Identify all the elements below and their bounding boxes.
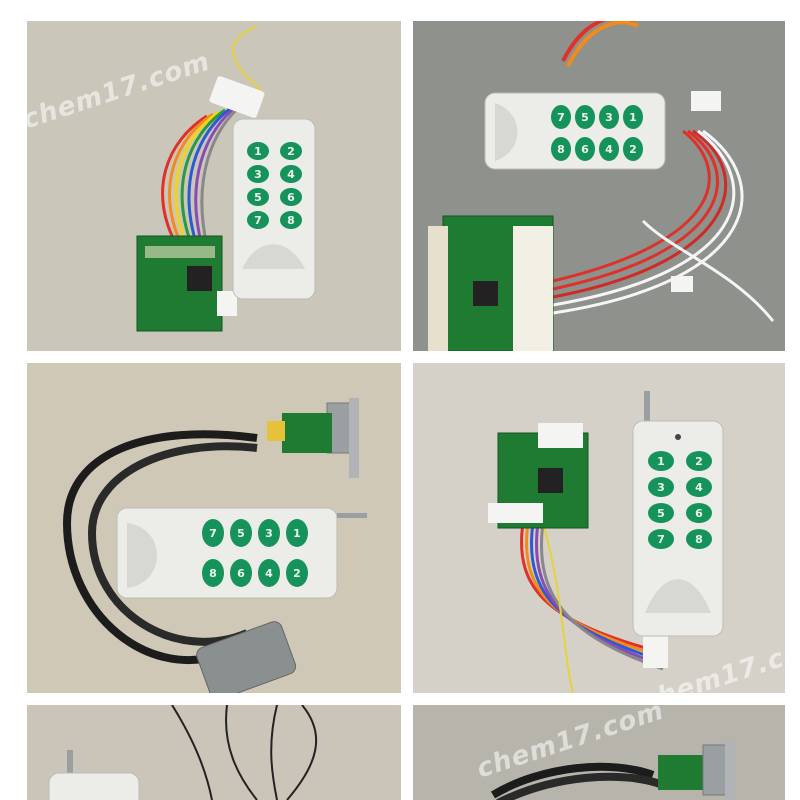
photo-4-scene: 1 2 3 4 5 6 7 8 (413, 363, 785, 693)
remote-key-label: 2 (629, 143, 637, 156)
remote-key-4 (280, 165, 302, 183)
remote-key-label: 5 (237, 527, 245, 540)
remote-key-3 (247, 165, 269, 183)
remote-key-label: 5 (657, 507, 665, 520)
remote-key-label: 7 (209, 527, 217, 540)
remote-key-label: 1 (254, 145, 262, 158)
remote-key-label: 8 (557, 143, 565, 156)
remote-key-label: 5 (581, 111, 589, 124)
remote-key-label: 6 (287, 191, 295, 204)
remote-key-5 (648, 503, 674, 523)
remote-key-6 (230, 559, 252, 587)
remote-key-1 (623, 105, 643, 129)
photo-panel-2: 1 2 3 4 5 6 7 8 (413, 21, 785, 351)
remote-key-7 (648, 529, 674, 549)
remote-key-3 (599, 105, 619, 129)
remote-key-6 (280, 188, 302, 206)
remote-key-label: 2 (695, 455, 703, 468)
remote-key-label: 3 (254, 168, 262, 181)
remote-key-5 (247, 188, 269, 206)
remote-control (232, 118, 316, 300)
photo-5-scene (27, 705, 401, 800)
remote-key-label: 2 (287, 145, 295, 158)
remote-key-label: 1 (657, 455, 665, 468)
remote-key-label: 7 (657, 533, 665, 546)
remote-key-1 (648, 451, 674, 471)
remote-key-label: 4 (605, 143, 613, 156)
photo-panel-3: 1 2 3 4 5 6 7 8 (27, 363, 401, 693)
remote-key-5 (575, 105, 595, 129)
remote-key-4 (258, 559, 280, 587)
photo-2-scene: 1 2 3 4 5 6 7 8 (413, 21, 785, 351)
remote-control (116, 507, 367, 599)
remote-key-6 (575, 137, 595, 161)
remote-key-4 (686, 477, 712, 497)
remote-key-label: 3 (605, 111, 613, 124)
remote-key-label: 7 (254, 214, 262, 227)
remote-key-label: 5 (254, 191, 262, 204)
remote-key-7 (202, 519, 224, 547)
remote-key-label: 8 (287, 214, 295, 227)
photo-panel-6: chem17.com (413, 705, 785, 800)
remote-key-3 (258, 519, 280, 547)
remote-key-2 (686, 451, 712, 471)
remote-control (484, 92, 666, 170)
remote-key-label: 4 (265, 567, 273, 580)
remote-key-6 (686, 503, 712, 523)
photo-6-scene (413, 705, 785, 800)
remote-key-label: 6 (581, 143, 589, 156)
remote-key-label: 3 (657, 481, 665, 494)
remote-key-label: 6 (695, 507, 703, 520)
remote-key-1 (247, 142, 269, 160)
remote-key-3 (648, 477, 674, 497)
remote-key-5 (230, 519, 252, 547)
remote-key-label: 4 (287, 168, 295, 181)
remote-key-label: 3 (265, 527, 273, 540)
remote-key-2 (623, 137, 643, 161)
remote-key-8 (551, 137, 571, 161)
remote-key-2 (280, 142, 302, 160)
remote-key-1 (286, 519, 308, 547)
remote-key-8 (202, 559, 224, 587)
remote-key-label: 7 (557, 111, 565, 124)
remote-key-label: 8 (695, 533, 703, 546)
photo-3-scene: 1 2 3 4 5 6 7 8 (27, 363, 401, 693)
remote-key-label: 6 (237, 567, 245, 580)
remote-key-7 (247, 211, 269, 229)
remote-key-4 (599, 137, 619, 161)
remote-key-label: 8 (209, 567, 217, 580)
remote-key-7 (551, 105, 571, 129)
remote-key-8 (280, 211, 302, 229)
remote-key-label: 4 (695, 481, 703, 494)
remote-key-2 (286, 559, 308, 587)
photo-panel-5 (27, 705, 401, 800)
remote-control (632, 420, 724, 637)
remote-key-label: 2 (293, 567, 301, 580)
remote-key-8 (686, 529, 712, 549)
photo-1-scene: 1 2 3 4 5 6 7 8 (27, 21, 401, 351)
remote-key-label: 1 (293, 527, 301, 540)
remote-key-label: 1 (629, 111, 637, 124)
